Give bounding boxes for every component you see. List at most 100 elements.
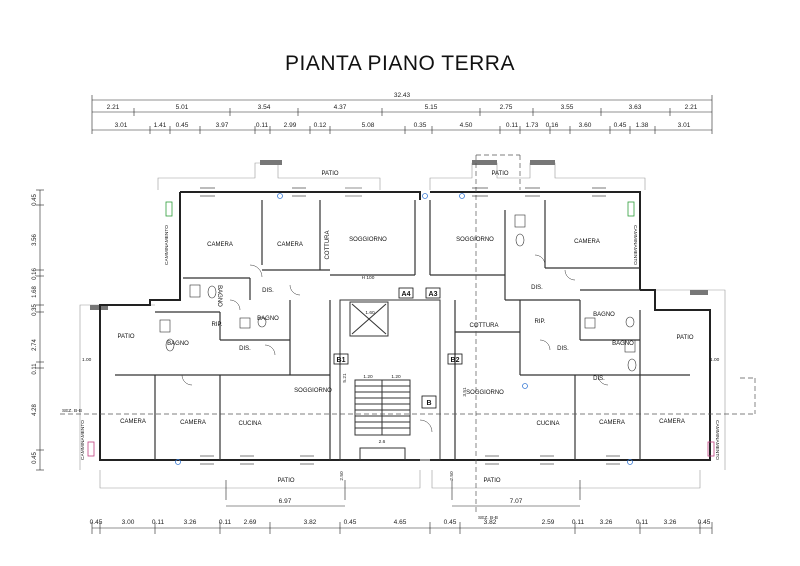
stair-dimensions: 1.60 1.20 1.20 2.6 5.21 3.51 2.50 2.50 1… (82, 275, 720, 481)
room-label: BAGNO (216, 285, 222, 307)
svg-text:1.38: 1.38 (636, 122, 649, 129)
room-label: SOGGIORNO (456, 237, 494, 243)
room-label: PATIO (676, 335, 693, 341)
svg-text:3.00: 3.00 (122, 519, 135, 526)
svg-text:0.11: 0.11 (636, 519, 649, 526)
room-label: DIS. (557, 346, 569, 352)
svg-text:0.11: 0.11 (32, 363, 38, 375)
svg-text:4.28: 4.28 (32, 404, 38, 416)
svg-text:2.75: 2.75 (500, 104, 513, 111)
svg-text:0.45: 0.45 (344, 519, 357, 526)
room-label: SOGGIORNO (294, 388, 332, 394)
room-label: CUCINA (536, 421, 559, 427)
room-label: BAGNO (612, 341, 634, 347)
room-label: PATIO (491, 171, 508, 177)
room-label: CAMERA (180, 420, 206, 426)
svg-text:2.59: 2.59 (542, 519, 555, 526)
stair-core (339, 299, 441, 461)
svg-text:3.54: 3.54 (258, 104, 271, 111)
patio-dim-right: 7.07 (510, 498, 523, 505)
svg-text:3.63: 3.63 (629, 104, 642, 111)
room-label: CAMERA (659, 419, 685, 425)
room-label: SOGGIORNO (466, 390, 504, 396)
patio-dimension-lines (225, 480, 581, 507)
svg-text:1.68: 1.68 (32, 286, 38, 298)
patio-dim-left: 6.97 (279, 498, 292, 505)
svg-text:5.21: 5.21 (342, 373, 348, 383)
room-label: BAGNO (593, 312, 615, 318)
svg-text:3.26: 3.26 (184, 519, 197, 526)
svg-text:3.82: 3.82 (484, 519, 497, 526)
svg-text:3.56: 3.56 (32, 234, 38, 246)
room-label: CAMERA (207, 242, 233, 248)
blue-markers (175, 193, 633, 465)
room-label: COTTURA (325, 231, 331, 260)
room-label: BAGNO (257, 316, 279, 322)
svg-text:1.60: 1.60 (365, 310, 375, 316)
svg-text:4.37: 4.37 (334, 104, 347, 111)
plan-title: PIANTA PIANO TERRA (285, 52, 515, 75)
room-label: BAGNO (167, 341, 189, 347)
exterior-walls (99, 191, 711, 461)
section-mark-left: SEZ. B-B (62, 408, 82, 414)
tag-b2: B2 (451, 357, 460, 364)
grey-wall-tabs (90, 160, 708, 310)
room-label: CUCINA (238, 421, 261, 427)
room-label: CAMMINAMENTO (632, 225, 638, 265)
room-label: RIP. (212, 322, 223, 328)
svg-text:2.21: 2.21 (107, 104, 120, 111)
svg-text:0.35: 0.35 (414, 122, 427, 129)
svg-text:2.50: 2.50 (339, 471, 345, 481)
room-label: PATIO (117, 334, 134, 340)
room-label: DIS. (239, 346, 251, 352)
room-label: PATIO (277, 478, 294, 484)
room-label: CAMERA (599, 420, 625, 426)
core-tags: A4 A3 B1 B2 B (333, 287, 463, 409)
window-marks (200, 187, 620, 465)
svg-text:5.08: 5.08 (362, 122, 375, 129)
tag-b: B (426, 400, 431, 407)
room-labels: PATIO PATIO CAMERA CAMERA COTTURA SOGGIO… (80, 171, 720, 484)
left-vertical-labels: 0.45 3.56 0.16 1.68 0.35 2.74 0.11 4.28 … (32, 194, 38, 464)
interior-walls (115, 200, 690, 460)
svg-text:3.01: 3.01 (115, 122, 128, 129)
dim-bottom-row: 0.45 3.00 0.11 3.26 0.11 2.69 3.82 0.45 … (90, 519, 711, 526)
room-label: CAMERA (120, 419, 146, 425)
room-label: DIS. (262, 288, 274, 294)
svg-text:3.82: 3.82 (304, 519, 317, 526)
svg-text:0.45: 0.45 (32, 452, 38, 464)
svg-text:5.15: 5.15 (425, 104, 438, 111)
svg-text:0.45: 0.45 (176, 122, 189, 129)
svg-text:0.11: 0.11 (219, 519, 232, 526)
svg-text:0.11: 0.11 (506, 122, 519, 129)
room-label: CAMMINAMENTO (80, 420, 86, 460)
svg-text:3.01: 3.01 (678, 122, 691, 129)
dim-row-2: 3.01 1.41 0.45 3.97 0.11 2.99 0.12 5.08 … (115, 122, 691, 129)
svg-text:1.20: 1.20 (391, 374, 401, 380)
svg-text:3.26: 3.26 (664, 519, 677, 526)
svg-text:2.21: 2.21 (685, 104, 698, 111)
svg-text:4.65: 4.65 (394, 519, 407, 526)
svg-text:2.69: 2.69 (244, 519, 257, 526)
tag-b1: B1 (337, 357, 346, 364)
green-tags (165, 201, 635, 217)
tag-a3: A3 (429, 291, 438, 298)
svg-text:0.16: 0.16 (546, 122, 559, 129)
svg-text:2.6: 2.6 (379, 439, 386, 445)
svg-text:0.45: 0.45 (444, 519, 457, 526)
door-swings (181, 254, 609, 433)
svg-text:3.97: 3.97 (216, 122, 229, 129)
svg-text:2.99: 2.99 (284, 122, 297, 129)
svg-text:4.50: 4.50 (460, 122, 473, 129)
svg-text:0.16: 0.16 (32, 268, 38, 280)
pink-tags (87, 441, 715, 457)
room-label: COTTURA (470, 323, 499, 329)
room-label: RIP. (535, 319, 546, 325)
svg-text:0.11: 0.11 (152, 519, 165, 526)
svg-text:0.12: 0.12 (314, 122, 327, 129)
svg-text:H 100: H 100 (362, 275, 375, 281)
svg-text:3.26: 3.26 (600, 519, 613, 526)
svg-text:3.60: 3.60 (579, 122, 592, 129)
svg-text:0.11: 0.11 (256, 122, 269, 129)
